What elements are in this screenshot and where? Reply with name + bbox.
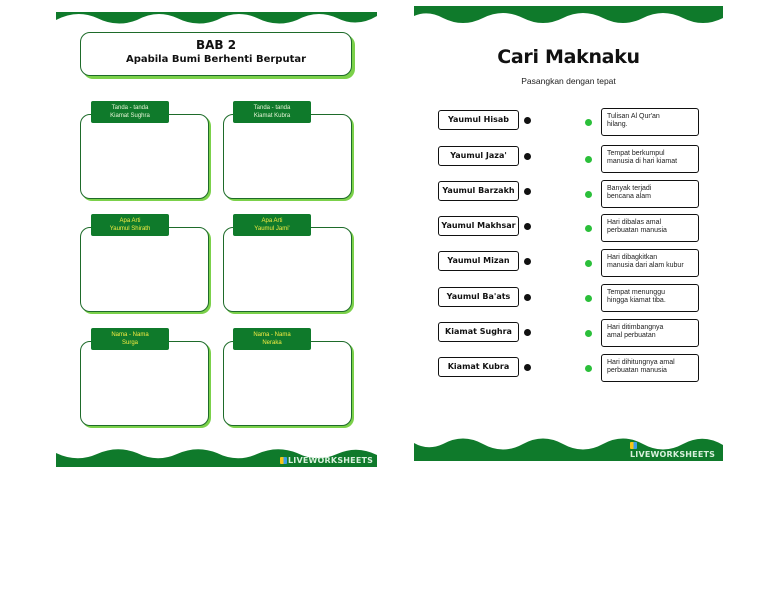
- answer-card-5[interactable]: [80, 341, 209, 426]
- term-box: Yaumul Barzakh: [438, 181, 519, 201]
- bottom-wave-decoration: [56, 449, 377, 467]
- chapter-number: BAB 2: [195, 38, 237, 52]
- definition-connector-dot[interactable]: [585, 191, 592, 198]
- liveworksheets-logo: LIVEWORKSHEETS: [280, 456, 373, 465]
- definition-connector-dot[interactable]: [585, 260, 592, 267]
- definition-connector-dot[interactable]: [585, 225, 592, 232]
- bottom-wave-decoration: [414, 438, 723, 461]
- page-instruction: Pasangkan dengan tepat: [521, 76, 616, 86]
- worksheet-page-1: BAB 2 Apabila Bumi Berhenti Berputar Tan…: [56, 12, 377, 467]
- answer-card-4[interactable]: [223, 227, 352, 312]
- term-connector-dot[interactable]: [524, 364, 531, 371]
- page-title: Cari Maknaku: [497, 46, 640, 68]
- term-connector-dot[interactable]: [524, 153, 531, 160]
- definition-connector-dot[interactable]: [585, 330, 592, 337]
- term-connector-dot[interactable]: [524, 188, 531, 195]
- top-wave-decoration: [56, 12, 377, 24]
- term-box: Yaumul Jaza': [438, 146, 519, 166]
- answer-card-3[interactable]: [80, 227, 209, 312]
- term-box: Yaumul Mizan: [438, 251, 519, 271]
- term-connector-dot[interactable]: [524, 117, 531, 124]
- worksheet-page-2: Cari Maknaku Pasangkan dengan tepat Yaum…: [414, 6, 723, 461]
- chapter-subtitle: Apabila Bumi Berhenti Berputar: [125, 54, 307, 65]
- chapter-title-box: BAB 2 Apabila Bumi Berhenti Berputar: [80, 32, 352, 76]
- term-box: Yaumul Makhsar: [438, 216, 519, 236]
- liveworksheets-icon: [630, 442, 637, 449]
- definition-connector-dot[interactable]: [585, 295, 592, 302]
- term-box: Yaumul Ba'ats: [438, 287, 519, 307]
- term-box: Kiamat Sughra: [438, 322, 519, 342]
- top-wave-decoration: [414, 6, 723, 23]
- definition-connector-dot[interactable]: [585, 365, 592, 372]
- definition-connector-dot[interactable]: [585, 119, 592, 126]
- term-connector-dot[interactable]: [524, 258, 531, 265]
- term-box: Kiamat Kubra: [438, 357, 519, 377]
- term-connector-dot[interactable]: [524, 329, 531, 336]
- answer-card-2[interactable]: [223, 114, 352, 199]
- answer-card-1[interactable]: [80, 114, 209, 199]
- answer-card-6[interactable]: [223, 341, 352, 426]
- definition-connector-dot[interactable]: [585, 156, 592, 163]
- term-box: Yaumul Hisab: [438, 110, 519, 130]
- liveworksheets-logo: LIVEWORKSHEETS: [630, 441, 723, 459]
- liveworksheets-icon: [280, 457, 287, 464]
- term-connector-dot[interactable]: [524, 294, 531, 301]
- term-connector-dot[interactable]: [524, 223, 531, 230]
